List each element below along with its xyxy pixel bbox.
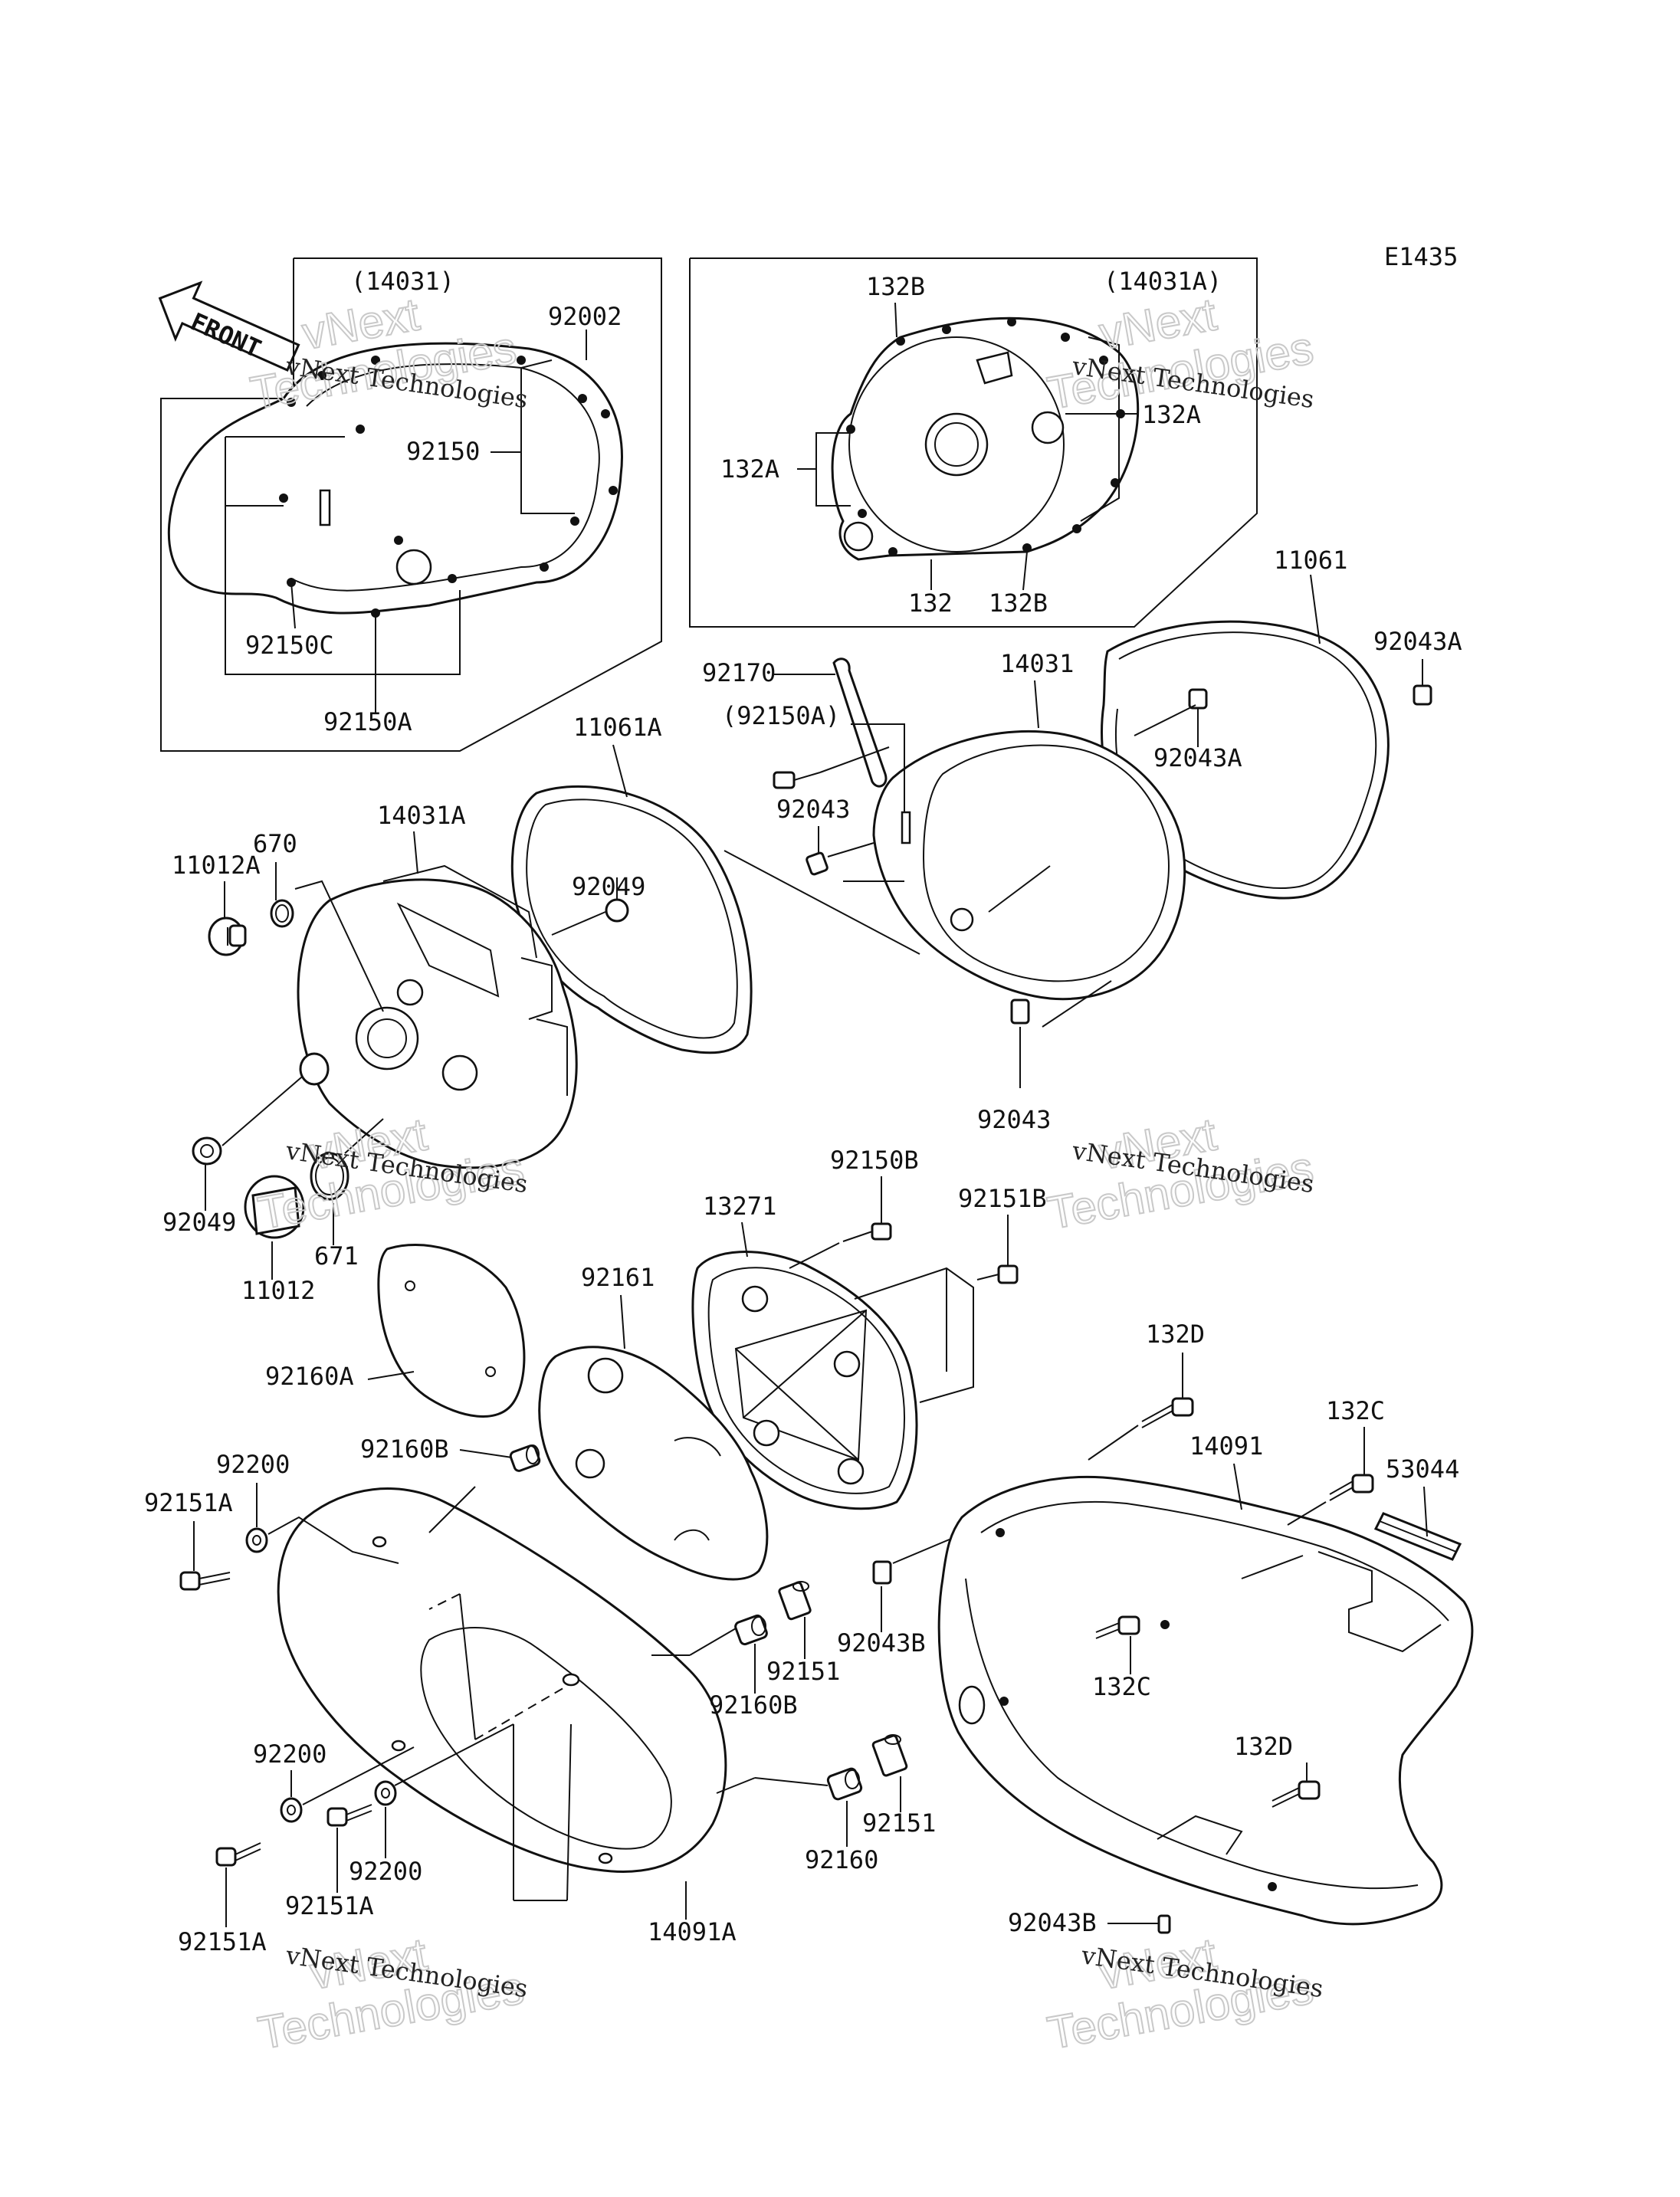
- bolt-92150B: [842, 1222, 892, 1242]
- label-14031: 14031: [1000, 649, 1074, 678]
- bolt-132C-top: [1329, 1474, 1374, 1501]
- seal-92049-mount: [299, 1052, 330, 1086]
- cap-11012A: [208, 917, 247, 956]
- seal-92049-top: [605, 898, 629, 923]
- dowel-92043A-mid: [1188, 688, 1208, 710]
- rubber-53044: [1373, 1512, 1462, 1561]
- label-92150B: 92150B: [830, 1146, 919, 1175]
- label-92150C: 92150C: [245, 631, 334, 660]
- spacer-92151-bottom: [871, 1734, 908, 1777]
- bolt-132D-top: [1141, 1397, 1194, 1428]
- label-670: 670: [253, 829, 297, 858]
- bolt-92150A: [773, 771, 821, 789]
- label-92049-top: 92049: [572, 872, 645, 901]
- label-132C-mid: 132C: [1092, 1672, 1151, 1701]
- dowel-92043A-right: [1413, 684, 1432, 706]
- gasket-14031-outline: [167, 342, 623, 615]
- label-92043-bottom: 92043: [977, 1105, 1051, 1134]
- washer-92200-mid: [280, 1797, 303, 1823]
- grommet-92160: [826, 1767, 863, 1801]
- label-92160B-mid: 92160B: [709, 1690, 798, 1720]
- label-92151A-mid: 92151A: [285, 1891, 374, 1920]
- label-11061: 11061: [1274, 546, 1347, 575]
- label-92160A: 92160A: [265, 1362, 354, 1391]
- washer-92200-bottom: [374, 1780, 397, 1806]
- label-14031-paren: (14031): [351, 267, 454, 296]
- label-132: 132: [908, 589, 953, 618]
- label-132A-right: 132A: [1142, 400, 1201, 429]
- label-11061A: 11061A: [573, 713, 662, 742]
- label-14091: 14091: [1189, 1431, 1263, 1461]
- grommet-92160B-top: [509, 1444, 541, 1472]
- label-53044: 53044: [1386, 1454, 1459, 1484]
- cover-14031: [872, 730, 1186, 1001]
- spacer-92151-mid: [778, 1581, 812, 1621]
- bolt-92151A-left: [179, 1571, 231, 1591]
- label-132A-left: 132A: [720, 454, 779, 484]
- label-92043A-mid: 92043A: [1153, 743, 1242, 772]
- grommet-92160B-mid: [734, 1614, 768, 1646]
- label-13271: 13271: [703, 1192, 776, 1221]
- panel-92161: [538, 1346, 769, 1581]
- cap-11012: [244, 1175, 305, 1239]
- plate-92170: [832, 657, 888, 788]
- dowel-92043-bottom: [1010, 998, 1030, 1025]
- label-92151-bottom: 92151: [862, 1808, 936, 1838]
- diagram-code: E1435: [1384, 242, 1458, 271]
- label-92049-left: 92049: [162, 1208, 236, 1237]
- label-92043-top: 92043: [776, 795, 850, 824]
- bolt-132C-mid: [1095, 1615, 1140, 1639]
- label-92160: 92160: [805, 1845, 878, 1874]
- bolt-92151B: [976, 1264, 1019, 1284]
- label-14091A: 14091A: [648, 1917, 737, 1946]
- label-92002: 92002: [548, 302, 622, 331]
- inset-box-14031: (14031) 92002 92150 92150C 92150A: [160, 257, 662, 752]
- inner-cover-14091: [937, 1476, 1474, 1926]
- label-92200-top: 92200: [216, 1450, 290, 1479]
- label-92160B-top: 92160B: [360, 1435, 449, 1464]
- dowel-92043B-bottom: [1157, 1914, 1171, 1934]
- washer-92200-top: [245, 1527, 268, 1553]
- label-671: 671: [314, 1241, 359, 1271]
- inset-box-14031A: (14031A) 132B 132A 132A 132 132B: [689, 257, 1258, 628]
- outer-cover-14091A: [277, 1487, 727, 1873]
- label-11012A: 11012A: [172, 851, 261, 880]
- label-92150: 92150: [406, 437, 480, 466]
- bolt-132D-bottom: [1271, 1780, 1321, 1808]
- bolt-92151A-bottom: [215, 1842, 261, 1867]
- label-11012: 11012: [241, 1276, 315, 1305]
- label-92150A-paren: (92150A): [722, 701, 840, 730]
- label-92151-mid: 92151: [766, 1657, 840, 1686]
- label-92200-bottom: 92200: [349, 1857, 422, 1886]
- seal-92049-left: [192, 1136, 222, 1166]
- label-92151A-bottom: 92151A: [178, 1927, 267, 1956]
- dowel-92043B: [872, 1560, 892, 1585]
- label-132B-bottom: 132B: [989, 589, 1048, 618]
- oring-671: [310, 1152, 349, 1201]
- pad-92160A: [377, 1244, 526, 1418]
- label-92151B: 92151B: [958, 1184, 1047, 1213]
- oring-670: [270, 899, 294, 928]
- label-132D-bottom: 132D: [1234, 1732, 1293, 1761]
- label-132D-top: 132D: [1146, 1320, 1205, 1349]
- label-92170: 92170: [702, 658, 776, 687]
- label-92161: 92161: [581, 1263, 655, 1292]
- label-92043B-bottom: 92043B: [1008, 1908, 1097, 1937]
- label-92043A-right: 92043A: [1373, 627, 1462, 656]
- dowel-92043-top: [806, 851, 829, 876]
- label-92200-mid: 92200: [253, 1740, 326, 1769]
- label-14031A: 14031A: [377, 801, 466, 830]
- label-132C-top: 132C: [1326, 1396, 1385, 1425]
- label-14031A-paren: (14031A): [1104, 267, 1222, 296]
- bolt-92151A-mid: [326, 1804, 372, 1827]
- label-132B-top: 132B: [866, 272, 925, 301]
- label-92150A: 92150A: [323, 707, 412, 736]
- label-92043B: 92043B: [837, 1628, 926, 1658]
- label-92151A-left: 92151A: [144, 1488, 233, 1517]
- cover-14031A: [297, 878, 578, 1169]
